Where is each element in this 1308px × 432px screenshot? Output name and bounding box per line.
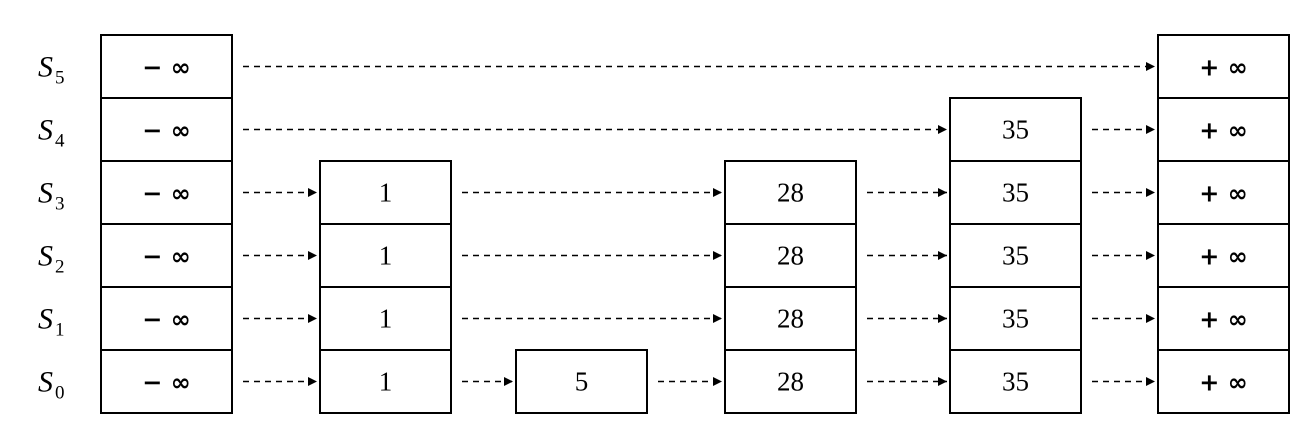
cell-s1-neg-inf: − ∞ [100, 286, 233, 351]
level-label-s4: S [38, 114, 53, 147]
cell-box [100, 349, 233, 414]
cell-box [319, 160, 452, 225]
cell-key: 28 [777, 367, 804, 397]
cell-box [100, 160, 233, 225]
cell-s4-neg-inf: − ∞ [100, 97, 233, 162]
cell-key: − ∞ [142, 117, 190, 145]
cell-key: + ∞ [1199, 117, 1247, 145]
cell-key: 28 [777, 241, 804, 271]
level-label-s1: S [38, 303, 53, 336]
cell-box [100, 223, 233, 288]
cell-box [1157, 349, 1290, 414]
cell-box [319, 286, 452, 351]
cell-s4-pos-inf: + ∞ [1157, 97, 1290, 162]
cell-box [319, 349, 452, 414]
cell-key: 28 [777, 178, 804, 208]
cell-s5-neg-inf: − ∞ [100, 34, 233, 99]
cell-key: − ∞ [142, 54, 190, 82]
level-label-s3: S [38, 177, 53, 210]
level-label-index: 0 [55, 383, 65, 404]
cell-key: 35 [1002, 304, 1029, 334]
cell-key: 5 [575, 367, 589, 397]
cell-key: + ∞ [1199, 369, 1247, 397]
links-layer [243, 62, 1155, 386]
level-label-index: 4 [55, 131, 65, 152]
cell-s0-pos-inf: + ∞ [1157, 349, 1290, 414]
cell-key: − ∞ [142, 243, 190, 271]
cell-box [1157, 34, 1290, 99]
cells-layer: − ∞ + ∞ − ∞ 35 + ∞ − ∞ 1 28 35 + ∞ − ∞ 1 28 35 + ∞ − ∞ 1… [100, 34, 1290, 414]
cell-key: 1 [379, 241, 393, 271]
cell-s4-35: 35 [949, 97, 1082, 162]
cell-box [724, 223, 857, 288]
cell-s1-35: 35 [949, 286, 1082, 351]
cell-box [1157, 97, 1290, 162]
cell-box [1157, 223, 1290, 288]
cell-box [724, 349, 857, 414]
cell-key: 1 [379, 367, 393, 397]
cell-box [1157, 160, 1290, 225]
cell-key: − ∞ [142, 369, 190, 397]
cell-s5-pos-inf: + ∞ [1157, 34, 1290, 99]
cell-box [949, 223, 1082, 288]
cell-s2-pos-inf: + ∞ [1157, 223, 1290, 288]
cell-key: 35 [1002, 367, 1029, 397]
cell-box [949, 349, 1082, 414]
level-label-s5: S [38, 51, 53, 84]
cell-key: 1 [379, 178, 393, 208]
cell-s1-pos-inf: + ∞ [1157, 286, 1290, 351]
cell-s1-1: 1 [319, 286, 452, 351]
level-label-index: 5 [55, 68, 65, 89]
cell-box [724, 160, 857, 225]
level-label-index: 1 [55, 320, 65, 341]
cell-key: − ∞ [142, 180, 190, 208]
cell-key: 1 [379, 304, 393, 334]
level-label-index: 2 [55, 257, 65, 278]
cell-s0-neg-inf: − ∞ [100, 349, 233, 414]
cell-s0-35: 35 [949, 349, 1082, 414]
cell-s2-1: 1 [319, 223, 452, 288]
cell-s3-1: 1 [319, 160, 452, 225]
cell-key: + ∞ [1199, 180, 1247, 208]
cell-box [949, 286, 1082, 351]
cell-s3-neg-inf: − ∞ [100, 160, 233, 225]
cell-s2-35: 35 [949, 223, 1082, 288]
cell-box [724, 286, 857, 351]
cell-s2-neg-inf: − ∞ [100, 223, 233, 288]
cell-key: 35 [1002, 115, 1029, 145]
cell-key: 35 [1002, 241, 1029, 271]
cell-s3-28: 28 [724, 160, 857, 225]
cell-s0-5: 5 [515, 349, 648, 414]
level-label-s2: S [38, 240, 53, 273]
level-label-s0: S [38, 366, 53, 399]
cell-s0-1: 1 [319, 349, 452, 414]
cell-box [319, 223, 452, 288]
cell-s1-28: 28 [724, 286, 857, 351]
cell-key: 35 [1002, 178, 1029, 208]
cell-key: 28 [777, 304, 804, 334]
cell-box [515, 349, 648, 414]
cell-s2-28: 28 [724, 223, 857, 288]
cell-key: − ∞ [142, 306, 190, 334]
cell-key: + ∞ [1199, 243, 1247, 271]
cell-s0-28: 28 [724, 349, 857, 414]
level-label-index: 3 [55, 194, 65, 215]
cell-key: + ∞ [1199, 306, 1247, 334]
cell-s3-35: 35 [949, 160, 1082, 225]
cell-key: + ∞ [1199, 54, 1247, 82]
cell-box [100, 97, 233, 162]
cell-box [100, 286, 233, 351]
cell-box [949, 97, 1082, 162]
cell-s3-pos-inf: + ∞ [1157, 160, 1290, 225]
